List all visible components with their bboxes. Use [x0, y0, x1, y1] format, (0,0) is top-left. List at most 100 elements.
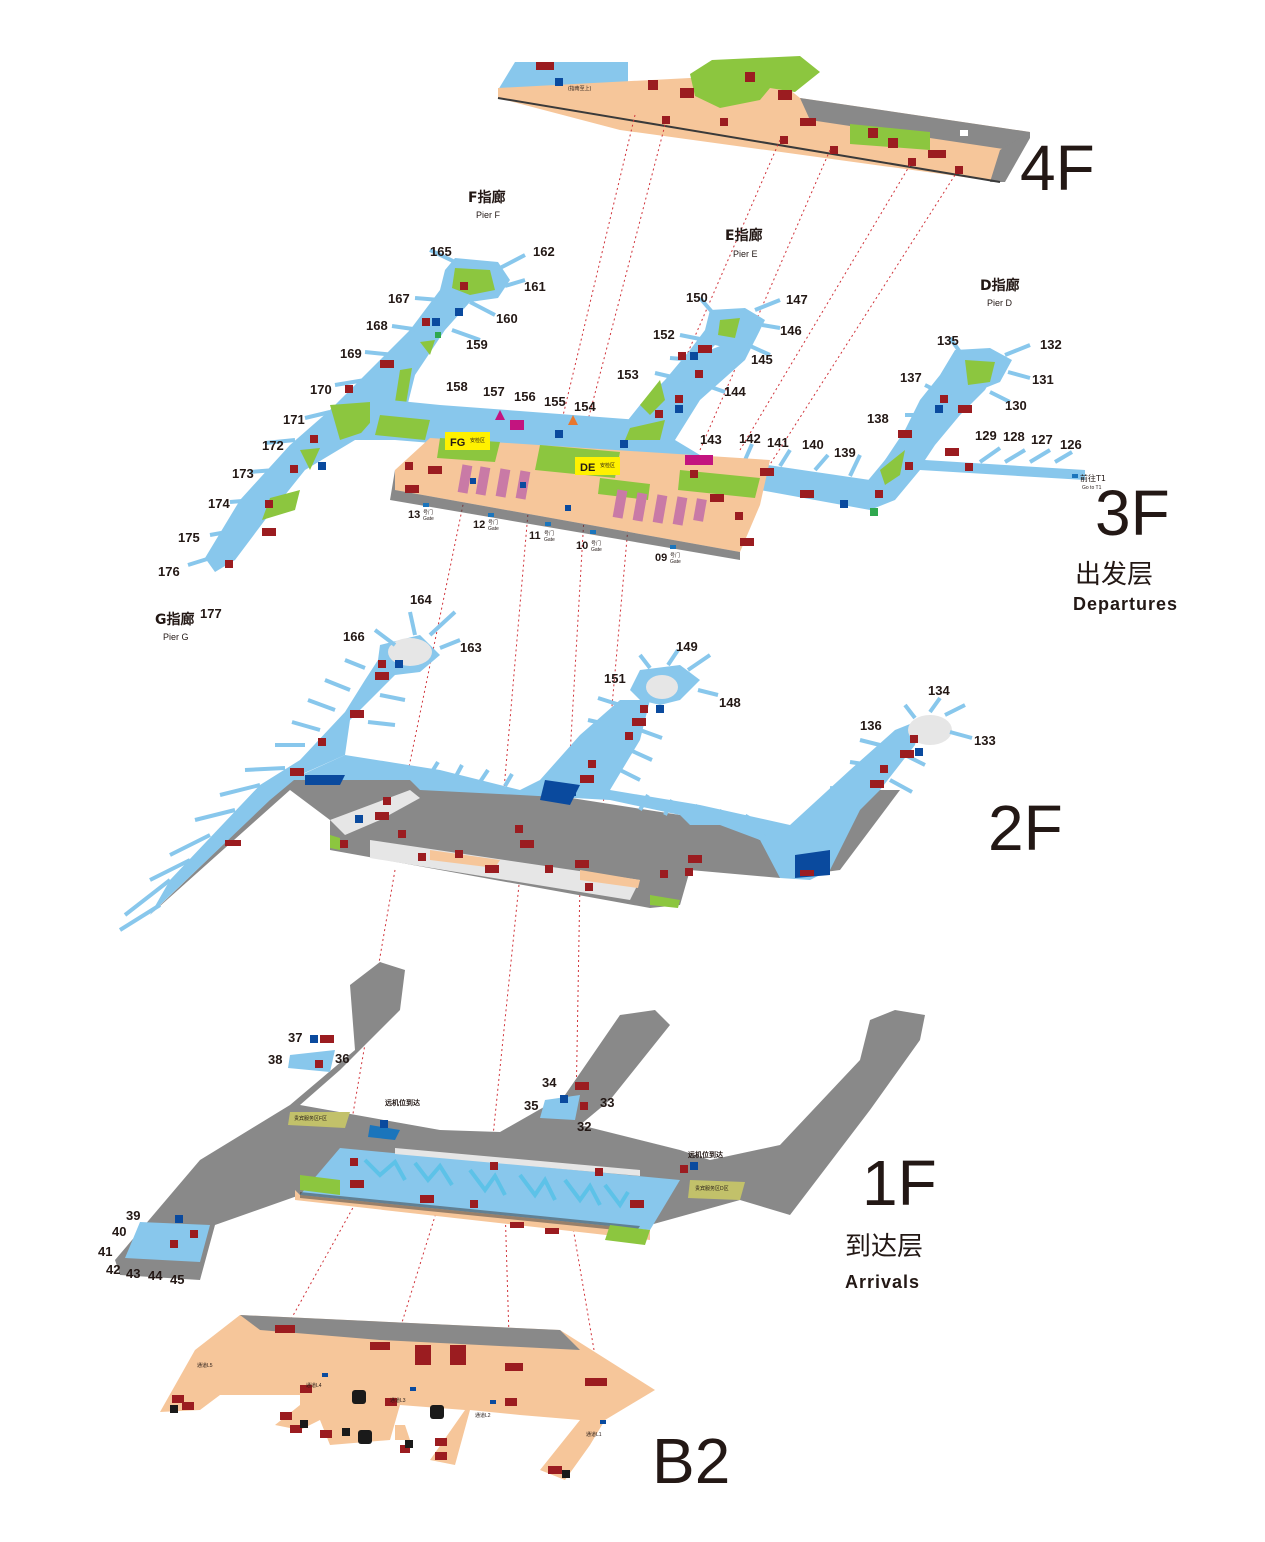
gate-label: 164 [410, 592, 432, 607]
svg-text:Pier F: Pier F [476, 210, 501, 220]
svg-text:远机位到达: 远机位到达 [688, 1150, 723, 1159]
gate-label: 33 [600, 1095, 614, 1110]
gate-label: 157 [483, 384, 505, 399]
gate-label: 145 [751, 352, 773, 367]
svg-text:F指廊: F指廊 [468, 189, 506, 206]
svg-text:Gate: Gate [423, 516, 434, 522]
gate-label: 168 [366, 318, 388, 333]
gate-label: 155 [544, 394, 566, 409]
gate-label: 174 [208, 496, 230, 511]
gate-label: 173 [232, 466, 254, 481]
f2-main-corridor [290, 700, 920, 880]
floor-1f-label: 1F [862, 1147, 937, 1219]
f1-apron [115, 962, 925, 1280]
gate-label: 176 [158, 564, 180, 579]
gate-numbers-1f: 37 38 36 34 35 33 32 39 40 41 42 43 44 4… [98, 1030, 614, 1287]
pier-g-label: G指廊 Pier G [155, 611, 195, 642]
gate-label: 156 [514, 389, 536, 404]
b2-concourse [160, 1315, 655, 1480]
svg-text:Gate: Gate [488, 526, 499, 532]
svg-text:通道: 通道 [197, 1362, 207, 1369]
svg-text:号门: 号门 [670, 552, 680, 559]
gate-label: 45 [170, 1272, 184, 1287]
svg-text:Go to T1: Go to T1 [1082, 485, 1102, 491]
svg-text:通道: 通道 [390, 1397, 400, 1404]
floor-3f-subtitle: 出发层 [1075, 560, 1153, 590]
svg-text:Pier D: Pier D [987, 298, 1013, 308]
gate-label: 136 [860, 718, 882, 733]
gate-label: 34 [542, 1075, 557, 1090]
svg-text:通道: 通道 [586, 1431, 596, 1438]
svg-text:Gate: Gate [544, 537, 555, 543]
gate-label: 153 [617, 367, 639, 382]
gate-label: 40 [112, 1224, 126, 1239]
gate-label: 158 [446, 379, 468, 394]
floor-4f: (指南至上) 4F [497, 56, 1095, 204]
svg-text:L5: L5 [207, 1363, 213, 1369]
door-10: 10 号门 Gate [576, 530, 602, 553]
svg-text:Pier E: Pier E [733, 249, 758, 259]
gate-label: 160 [496, 311, 518, 326]
security-de: DE 安检区 [575, 457, 620, 475]
gate-label: 162 [533, 244, 555, 259]
floor-b2: 通道 L5 通道 L4 通道 L3 通道 L2 通道 L1 B2 [160, 1315, 730, 1497]
gate-numbers-2f: 164 166 163 177 149 151 148 134 136 133 [200, 592, 996, 748]
door-11: 11 号门 Gate [529, 522, 555, 543]
gate-label: 177 [200, 606, 222, 621]
gate-label: 130 [1005, 398, 1027, 413]
doors-3f: 13 号门 Gate 12 号门 Gate 11 号门 Gate 10 号门 G… [408, 503, 681, 565]
floor-1f: 贵宾服务区F区 贵宾服务区D区 远机位到达 远机位到达 37 38 36 34 … [98, 962, 937, 1292]
to-t1-sign: 前往T1 Go to T1 [1072, 473, 1106, 491]
gate-label: 129 [975, 428, 997, 443]
svg-text:DE: DE [580, 462, 595, 474]
svg-text:E指廊: E指廊 [725, 227, 763, 244]
gate-label: 133 [974, 733, 996, 748]
svg-text:(指南至上): (指南至上) [568, 85, 592, 92]
svg-text:L1: L1 [596, 1432, 602, 1438]
floor-4f-concourse [498, 78, 1030, 182]
gate-label: 172 [262, 438, 284, 453]
svg-text:号门: 号门 [591, 540, 601, 547]
gate-label: 32 [577, 1119, 591, 1134]
gate-label: 154 [574, 399, 596, 414]
door-13: 13 号门 Gate [408, 503, 434, 522]
floor-1f-subtitle: 到达层 [845, 1232, 923, 1262]
gate-label: 146 [780, 323, 802, 338]
gate-label: 144 [724, 384, 746, 399]
gate-label: 36 [335, 1051, 349, 1066]
pier-e-label: E指廊 Pier E [725, 227, 763, 259]
svg-text:号门: 号门 [488, 519, 498, 526]
svg-text:安检区: 安检区 [600, 462, 615, 469]
gate-label: 166 [343, 629, 365, 644]
gate-label: 165 [430, 244, 452, 259]
svg-text:13: 13 [408, 509, 420, 521]
gate-label: 43 [126, 1266, 140, 1281]
gate-label: 134 [928, 683, 950, 698]
svg-text:FG: FG [450, 437, 465, 449]
svg-text:贵宾服务区F区: 贵宾服务区F区 [294, 1115, 327, 1122]
gate-label: 152 [653, 327, 675, 342]
f3-main-corridor [355, 330, 1085, 510]
svg-text:L4: L4 [316, 1383, 322, 1389]
gate-label: 167 [388, 291, 410, 306]
gate-label: 138 [867, 411, 889, 426]
gate-label: 142 [739, 431, 761, 446]
gate-label: 141 [767, 435, 789, 450]
gate-label: 175 [178, 530, 200, 545]
floor-2f: 164 166 163 177 149 151 148 134 136 133 … [118, 592, 1063, 932]
gate-label: 148 [719, 695, 741, 710]
gate-label: 44 [148, 1268, 163, 1283]
floor-2f-label: 2F [988, 792, 1063, 864]
gate-label: 140 [802, 437, 824, 452]
gate-label: 149 [676, 639, 698, 654]
gate-label: 37 [288, 1030, 302, 1045]
f1-baggage-hall [300, 1148, 680, 1230]
gate-label: 143 [700, 432, 722, 447]
svg-text:Gate: Gate [591, 547, 602, 553]
gate-label: 147 [786, 292, 808, 307]
gate-label: 126 [1060, 437, 1082, 452]
gate-label: 151 [604, 671, 626, 686]
gate-label: 170 [310, 382, 332, 397]
